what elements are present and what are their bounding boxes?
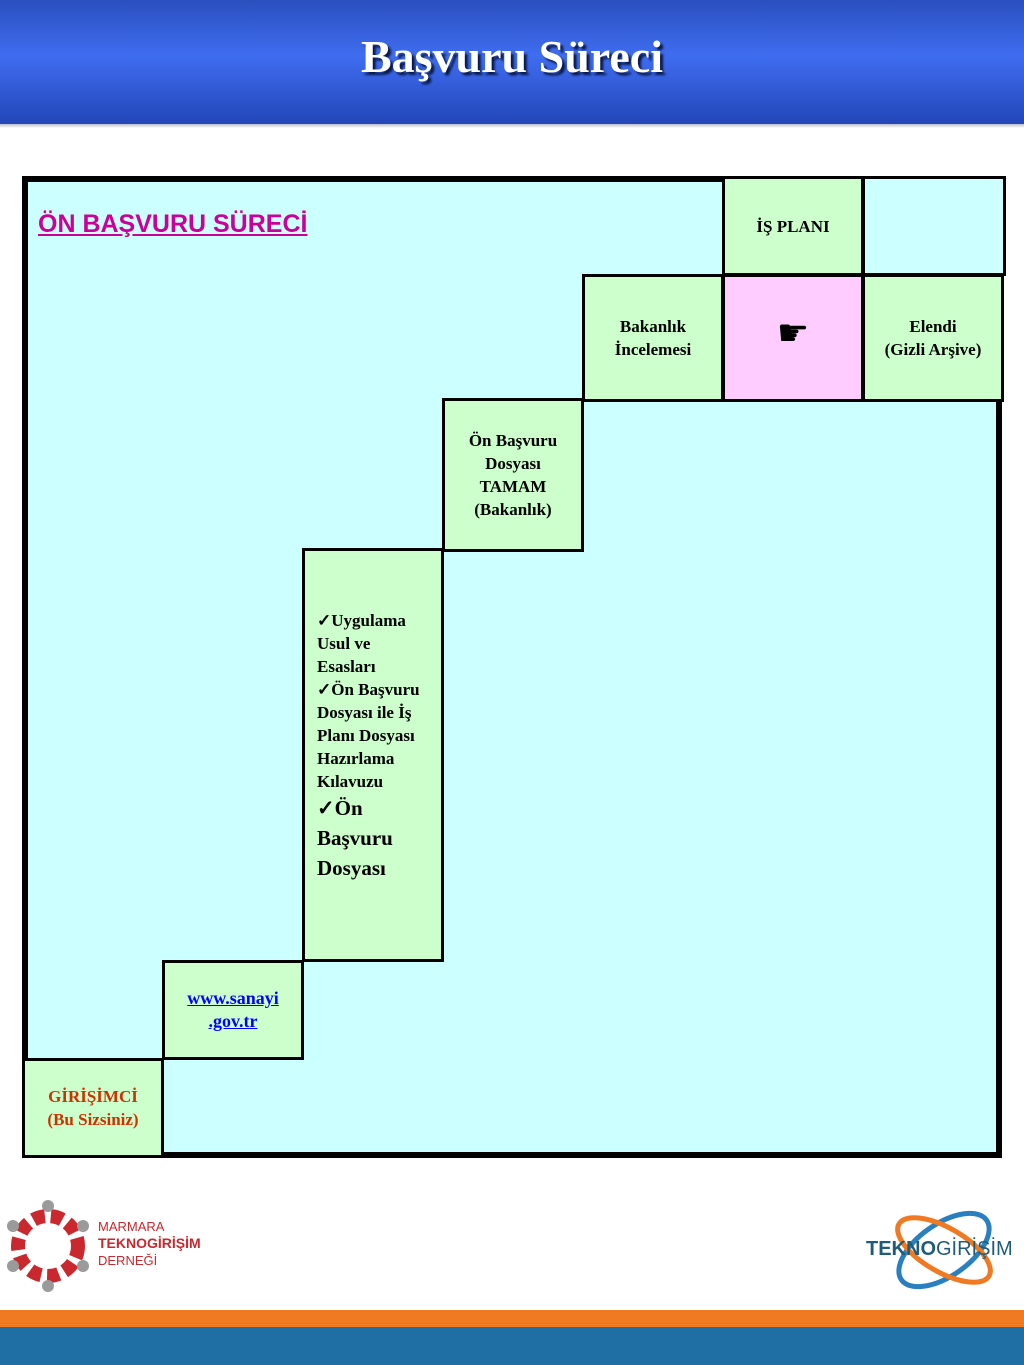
website-line2: .gov.tr xyxy=(208,1011,258,1031)
girisimci-cell: GİRİŞİMCİ (Bu Sizsiniz) xyxy=(22,1058,164,1158)
bakanlik-line2: İncelemesi xyxy=(614,340,692,359)
doc-item-2: Ön Başvuru Dosyası ile İş Planı Dosyası … xyxy=(317,680,420,791)
tamam-line2: Dosyası xyxy=(485,454,541,473)
logo-left-line3: DERNEĞİ xyxy=(98,1253,158,1268)
section-title: ÖN BAŞVURU SÜRECİ xyxy=(38,210,308,238)
elendi-line1: Elendi xyxy=(909,317,957,336)
teknogirisim-logo-text: TEKNOGİRİŞİM xyxy=(866,1238,1013,1261)
tamam-line3: TAMAM xyxy=(479,477,547,496)
page-title: Başvuru Süreci xyxy=(360,31,664,82)
teknogirisim-swoosh-logo xyxy=(895,1210,993,1290)
header-bar xyxy=(0,0,1024,124)
documents-cell: ✓Uygulama Usul ve Esasları ✓Ön Başvuru D… xyxy=(302,548,444,962)
girisimci-line2: (Bu Sizsiniz) xyxy=(47,1110,139,1129)
website-line1: www.sanayi xyxy=(187,988,279,1008)
is-plani-cell: İŞ PLANI xyxy=(722,176,864,276)
footer-orange-stripe xyxy=(0,1310,1024,1327)
check-icon: ✓ xyxy=(317,611,332,630)
check-icon: ✓ xyxy=(317,796,335,820)
tamam-line4: (Bakanlık) xyxy=(474,500,552,519)
elendi-line2: (Gizli Arşive) xyxy=(884,340,982,359)
bakanlik-incelemesi-cell: Bakanlık İncelemesi xyxy=(582,274,724,402)
on-basvuru-tamam-cell: Ön Başvuru Dosyası TAMAM (Bakanlık) xyxy=(442,398,584,552)
bakanlik-line1: Bakanlık xyxy=(619,317,687,336)
girisimci-line1: GİRİŞİMCİ xyxy=(48,1087,138,1106)
logo-left-line2: TEKNOGİRİŞİM xyxy=(98,1235,201,1251)
sanayi-gov-link[interactable]: www.sanayi .gov.tr xyxy=(187,987,279,1033)
elendi-cell: Elendi (Gizli Arşive) xyxy=(862,274,1004,402)
pointer-cell: ☛ xyxy=(722,274,864,402)
logo-right-strong: TEKNO xyxy=(866,1238,936,1260)
hand-pointing-right-icon: ☛ xyxy=(776,312,810,354)
website-cell: www.sanayi .gov.tr xyxy=(162,960,304,1060)
doc-item-1: Uygulama Usul ve Esasları xyxy=(317,611,406,676)
is-plani-label: İŞ PLANI xyxy=(756,216,830,236)
header-shadow xyxy=(0,124,1024,128)
check-icon: ✓ xyxy=(317,680,332,699)
tamam-line1: Ön Başvuru xyxy=(468,431,558,450)
logo-left-line1: MARMARA xyxy=(98,1219,165,1234)
footer-blue-stripe xyxy=(0,1327,1024,1365)
logo-right-rest: GİRİŞİM xyxy=(936,1238,1013,1260)
empty-top-right-cell xyxy=(862,176,1006,276)
doc-item-3: Ön Başvuru Dosyası xyxy=(317,796,393,880)
marmara-teknogirisim-logo xyxy=(7,1200,89,1292)
marmara-logo-text: MARMARA TEKNOGİRİŞİM DERNEĞİ xyxy=(98,1218,201,1269)
